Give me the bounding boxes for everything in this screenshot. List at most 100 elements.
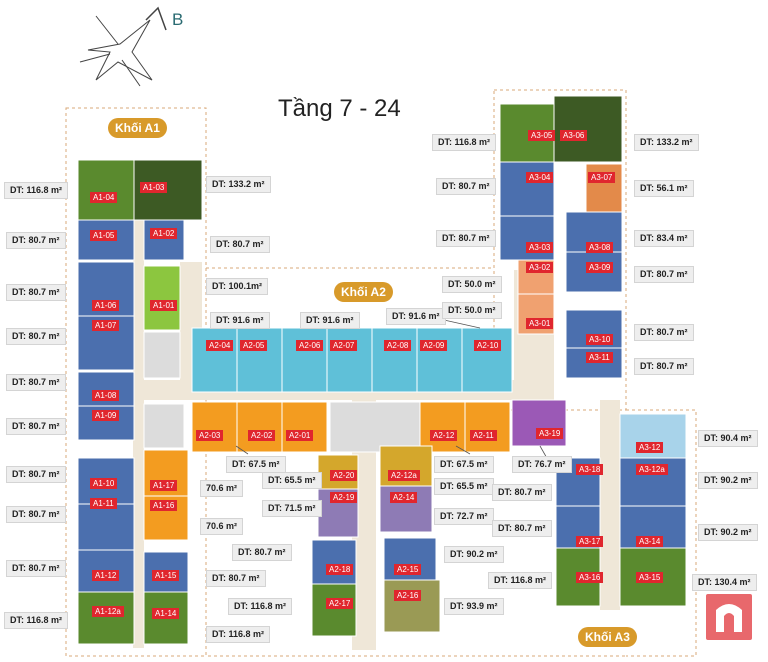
unit-tag-a1-16: A1-16 — [150, 500, 178, 511]
unit-tag-a3-10: A3-10 — [586, 334, 614, 345]
area-label-a1-15: DT: 80.7 m² — [206, 570, 266, 587]
unit-a3-04 — [499, 161, 555, 217]
area-label-a2-14: DT: 72.7 m² — [434, 508, 494, 525]
block-a1-units — [77, 159, 203, 645]
area-label-a3-12: DT: 90.4 m² — [698, 430, 758, 447]
area-label-a3-01: DT: 50.0 m² — [442, 302, 502, 319]
unit-tag-a2-02: A2-02 — [248, 430, 276, 441]
area-label-a3-19: DT: 76.7 m² — [512, 456, 572, 473]
unit-tag-a1-09: A1-09 — [92, 410, 120, 421]
unit-tag-a1-06: A1-06 — [92, 300, 120, 311]
unit-tag-a1-12a: A1-12a — [92, 606, 124, 617]
area-label-a1-12a: DT: 116.8 m² — [4, 612, 69, 629]
area-label-a3-08: DT: 83.4 m² — [634, 230, 694, 247]
unit-a2-11 — [464, 401, 511, 453]
unit-tag-a2-15: A2-15 — [394, 564, 422, 575]
unit-tag-a1-07: A1-07 — [92, 320, 120, 331]
unit-a3-19 — [511, 399, 567, 447]
area-label-a1-16: 70.6 m² — [200, 518, 244, 535]
unit-tag-a3-06: A3-06 — [560, 130, 588, 141]
unit-tag-a2-06: A2-06 — [296, 340, 324, 351]
area-label-a2-04: DT: 91.6 m² — [210, 312, 270, 329]
area-label-a3-06: DT: 133.2 m² — [634, 134, 699, 151]
area-label-a3-18: DT: 80.7 m² — [492, 484, 552, 501]
area-label-a3-16: DT: 116.8 m² — [488, 572, 553, 589]
area-label-a2-15: DT: 90.2 m² — [444, 546, 504, 563]
block-a2-units — [191, 327, 513, 637]
unit-tag-a3-11: A3-11 — [586, 352, 613, 363]
block-label-a3: Khối A3 — [578, 627, 637, 647]
area-label-a1-08: DT: 80.7 m² — [6, 374, 66, 391]
unit-tag-a3-01: A3-01 — [526, 318, 554, 329]
area-label-a3-12a: DT: 90.2 m² — [698, 472, 758, 489]
unit-a2-03 — [191, 401, 238, 453]
area-label-a1-05: DT: 80.7 m² — [6, 232, 66, 249]
unit-tag-a3-02: A3-02 — [526, 262, 554, 273]
area-label-a3-02: DT: 50.0 m² — [442, 276, 502, 293]
unit-tag-a2-08: A2-08 — [384, 340, 412, 351]
unit-tag-a2-18: A2-18 — [326, 564, 354, 575]
unit-a1-01 — [143, 265, 181, 331]
unit-tag-a1-17: A1-17 — [150, 480, 178, 491]
unit-tag-a3-04: A3-04 — [526, 172, 554, 183]
area-label-a2-12a: DT: 65.5 m² — [434, 478, 494, 495]
unit-tag-a2-20: A2-20 — [330, 470, 358, 481]
area-label-a2-08: DT: 91.6 m² — [386, 308, 446, 325]
unit-tag-a2-11: A2-11 — [470, 430, 497, 441]
unit-tag-a2-09: A2-09 — [420, 340, 448, 351]
unit-tag-a2-05: A2-05 — [240, 340, 268, 351]
unit-a1-04 — [77, 159, 135, 221]
block-label-a2: Khối A2 — [334, 282, 393, 302]
unit-tag-a2-01: A2-01 — [286, 430, 314, 441]
area-label-a1-04: DT: 116.8 m² — [4, 182, 69, 199]
unit-a3-06 — [553, 95, 623, 163]
area-label-a1-06: DT: 80.7 m² — [6, 284, 66, 301]
unit-tag-a1-11: A1-11 — [90, 498, 117, 509]
area-label-a2-06: DT: 91.6 m² — [300, 312, 360, 329]
unit-a2-17 — [311, 583, 357, 637]
area-label-a3-03: DT: 80.7 m² — [436, 230, 496, 247]
compass-north-label: B — [172, 10, 184, 29]
area-label-a1-09: DT: 80.7 m² — [6, 418, 66, 435]
unit-tag-a3-15: A3-15 — [636, 572, 664, 583]
area-label-a1-03: DT: 133.2 m² — [206, 176, 271, 193]
floor-title: Tầng 7 - 24 — [278, 95, 401, 122]
unit-tag-a1-08: A1-08 — [92, 390, 120, 401]
unit-tag-a1-03: A1-03 — [140, 182, 168, 193]
unit-tag-a3-17: A3-17 — [576, 536, 604, 547]
boundary-a2 — [205, 267, 697, 657]
unit-tag-a2-07: A2-07 — [330, 340, 358, 351]
core-a1 — [143, 331, 181, 379]
unit-a2-16 — [383, 579, 441, 633]
unit-tag-a2-03: A2-03 — [196, 430, 224, 441]
area-label-a1-12: DT: 80.7 m² — [6, 560, 66, 577]
unit-a2-06 — [281, 327, 328, 393]
unit-tag-a1-15: A1-15 — [152, 570, 180, 581]
unit-tag-a1-10: A1-10 — [90, 478, 118, 489]
area-label-a1-11: DT: 80.7 m² — [6, 506, 66, 523]
area-label-a3-17: DT: 80.7 m² — [492, 520, 552, 537]
unit-tag-a3-12: A3-12 — [636, 442, 664, 453]
area-label-a3-09: DT: 80.7 m² — [634, 266, 694, 283]
unit-tag-a2-19: A2-19 — [330, 492, 358, 503]
area-label-a1-10: DT: 80.7 m² — [6, 466, 66, 483]
unit-a1-12a — [77, 591, 135, 645]
unit-a1-11 — [77, 503, 135, 551]
unit-tag-a2-04: A2-04 — [206, 340, 234, 351]
area-label-a1-17: 70.6 m² — [200, 480, 244, 497]
area-label-a2-11: DT: 67.5 m² — [434, 456, 494, 473]
area-label-a2-18: DT: 80.7 m² — [232, 544, 292, 561]
area-label-a3-07: DT: 56.1 m² — [634, 180, 694, 197]
unit-tag-a3-03: A3-03 — [526, 242, 554, 253]
area-label-a2-01: DT: 67.5 m² — [226, 456, 286, 473]
area-label-a1-02: DT: 80.7 m² — [210, 236, 270, 253]
unit-tag-a3-07: A3-07 — [588, 172, 616, 183]
core-a1-lower — [143, 403, 185, 449]
area-label-a2-20: DT: 65.5 m² — [262, 472, 322, 489]
unit-a2-10 — [461, 327, 513, 393]
unit-tag-a3-09: A3-09 — [586, 262, 614, 273]
unit-a2-08 — [371, 327, 418, 393]
unit-a2-18 — [311, 539, 357, 585]
unit-tag-a3-18: A3-18 — [576, 464, 604, 475]
unit-a2-05 — [236, 327, 283, 393]
